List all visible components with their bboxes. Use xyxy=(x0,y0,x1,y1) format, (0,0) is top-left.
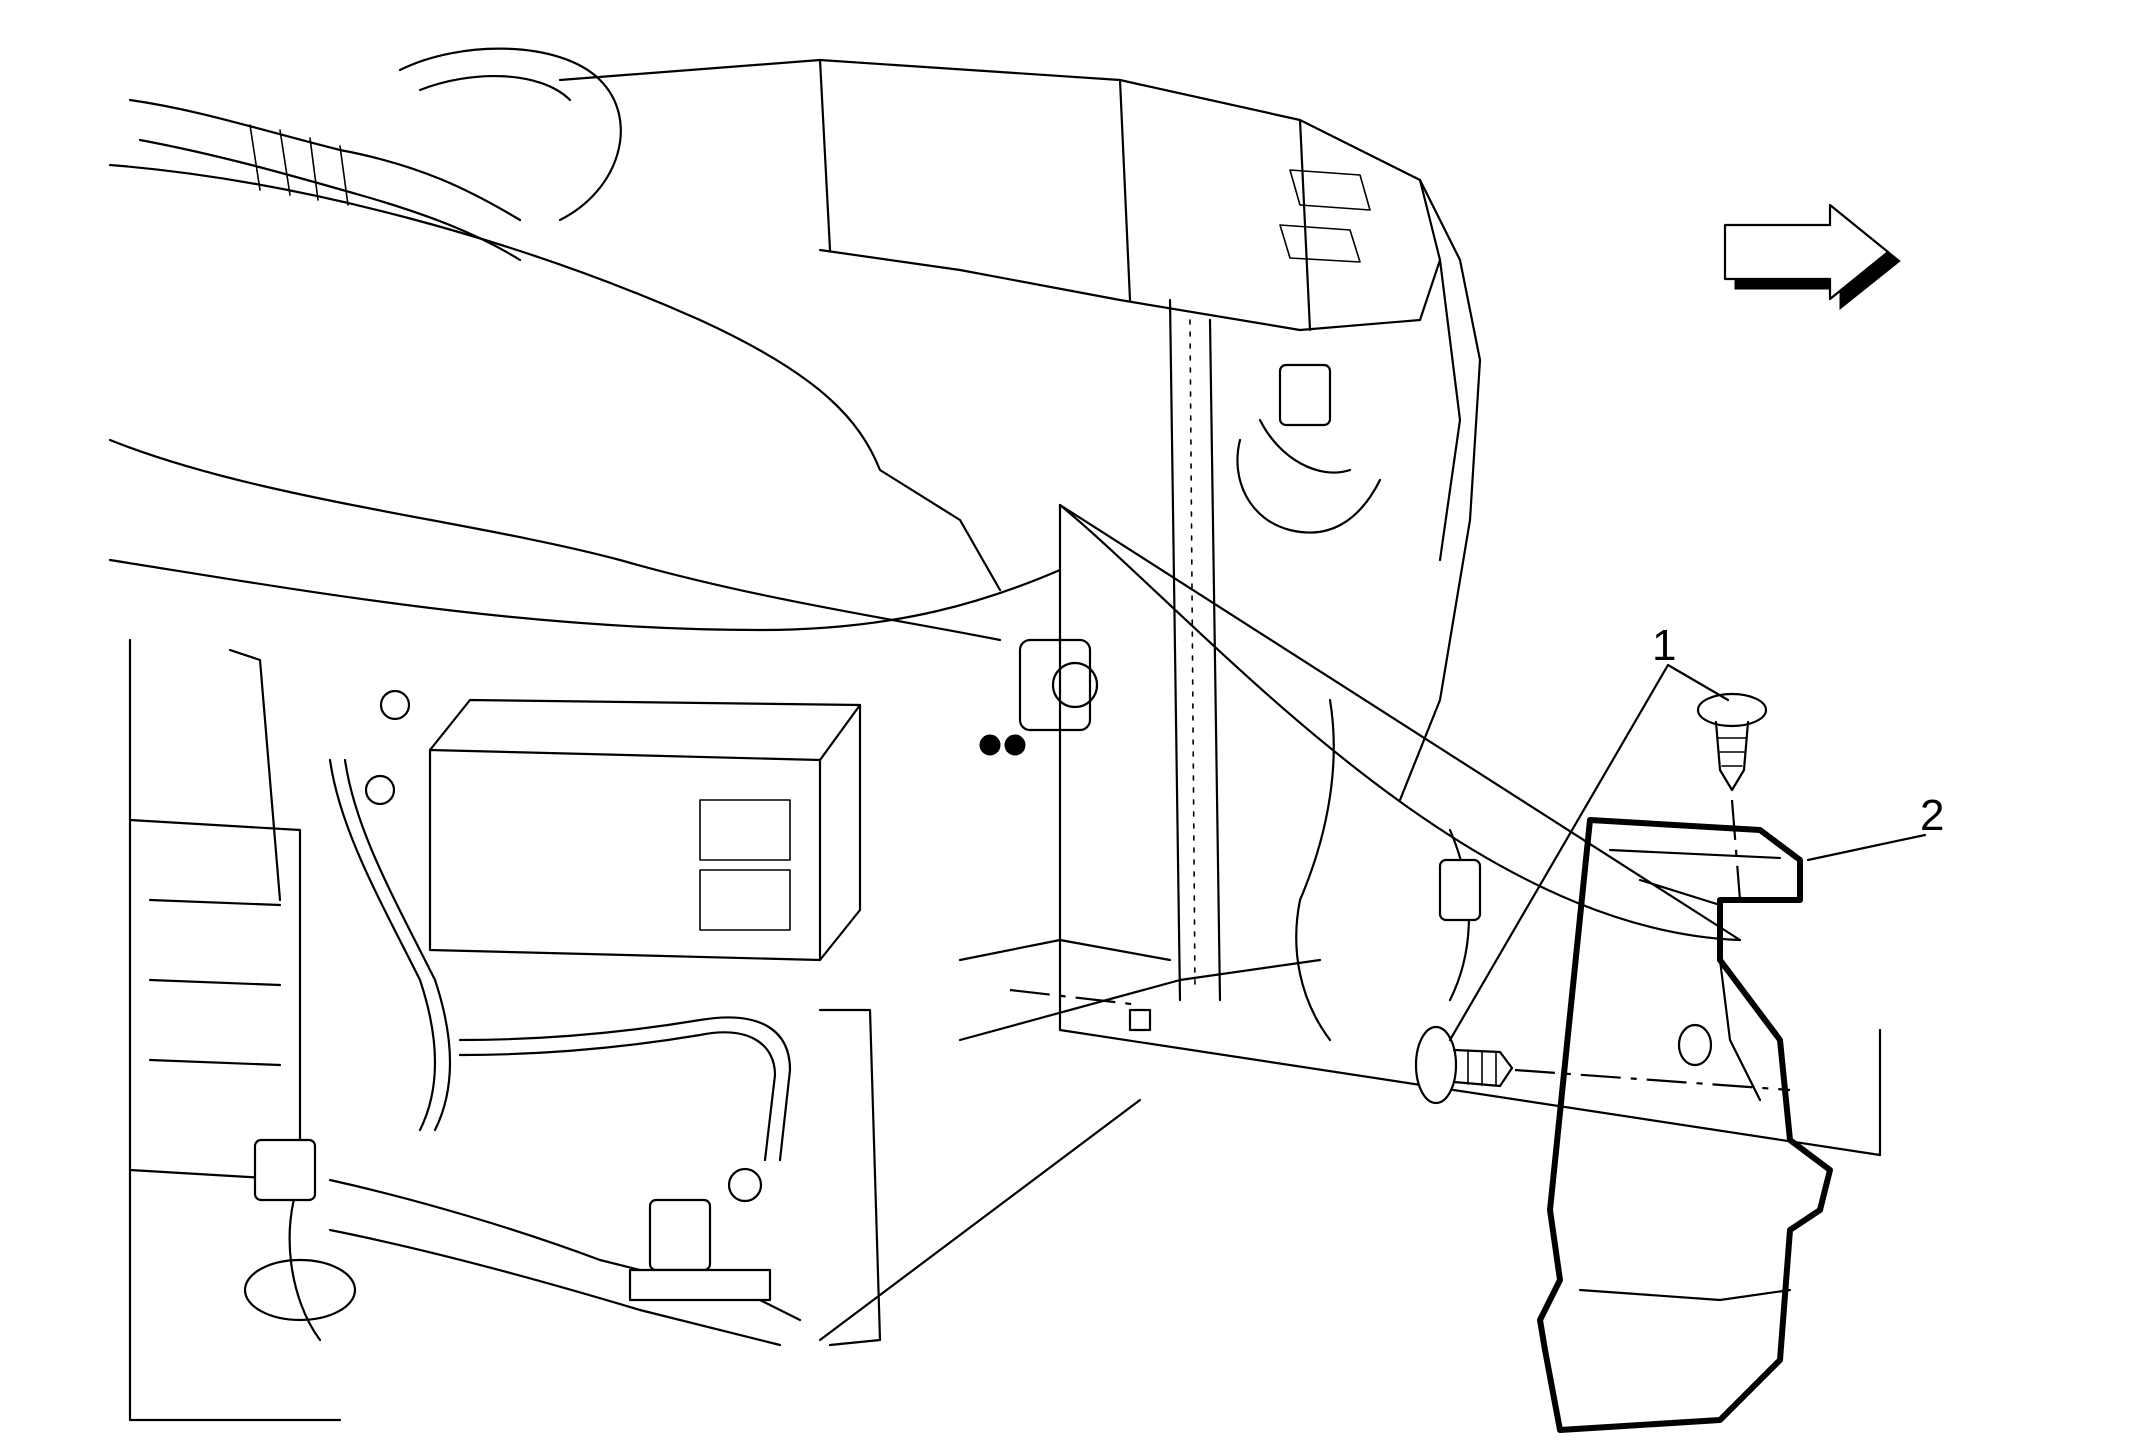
callout-leaders xyxy=(1448,663,1927,1042)
push-pin-fastener-side xyxy=(1414,1025,1514,1105)
lower-support-structure xyxy=(128,638,1482,1422)
right-arrow-icon xyxy=(1723,203,1901,311)
exploded-view-panel xyxy=(1009,503,1882,1433)
engine-bay-structure xyxy=(108,47,1482,1002)
callout-label-1: 1 xyxy=(1652,621,1676,670)
callout-label-2: 2 xyxy=(1920,791,1944,840)
push-pin-fastener-top xyxy=(1696,692,1768,792)
